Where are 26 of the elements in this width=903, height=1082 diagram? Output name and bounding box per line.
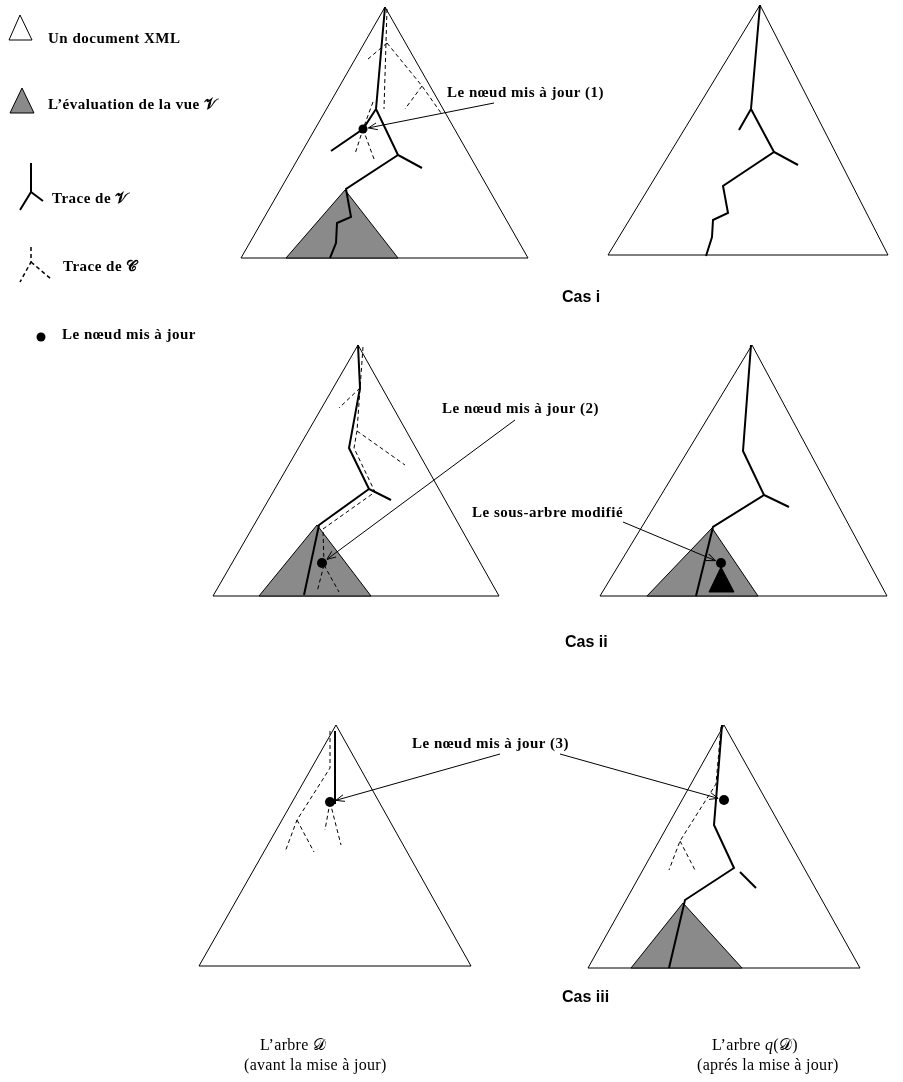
tree-caption: L’arbre q(𝒟) [712, 1036, 798, 1054]
case-title: Cas ii [565, 633, 608, 651]
leader-line [622, 521, 716, 562]
leader-line [559, 753, 719, 800]
legend-label: Le nœud mis à jour [62, 326, 197, 343]
tree-caption: L’arbre 𝒟 [260, 1036, 327, 1054]
tree-caption: (avant la mise à jour) [244, 1056, 387, 1074]
callout-label: Le nœud mis à jour (1) [447, 84, 604, 101]
callout-label: Le sous-arbre modifié [472, 504, 624, 521]
callout-label: Le nœud mis à jour (2) [442, 400, 599, 417]
case-title: Cas i [562, 288, 601, 306]
node-dot [719, 795, 729, 805]
legend-label: L’évaluation de la vue 𝒱 [48, 96, 218, 113]
legend-label: Un document XML [48, 30, 181, 47]
callout-label: Le nœud mis à jour (3) [412, 735, 569, 752]
tree-caption: (aprés la mise à jour) [697, 1056, 839, 1074]
leader-line [367, 102, 495, 131]
node-dot [325, 797, 335, 807]
legend-label: Trace de 𝒱 [52, 190, 129, 207]
node-dot [317, 558, 327, 568]
case-title: Cas iii [562, 988, 610, 1006]
node-dot [716, 558, 726, 568]
leader-line [326, 419, 516, 560]
leader-line [335, 753, 501, 802]
node-dot [358, 124, 368, 134]
legend-label: Trace de 𝒞 [63, 258, 138, 275]
